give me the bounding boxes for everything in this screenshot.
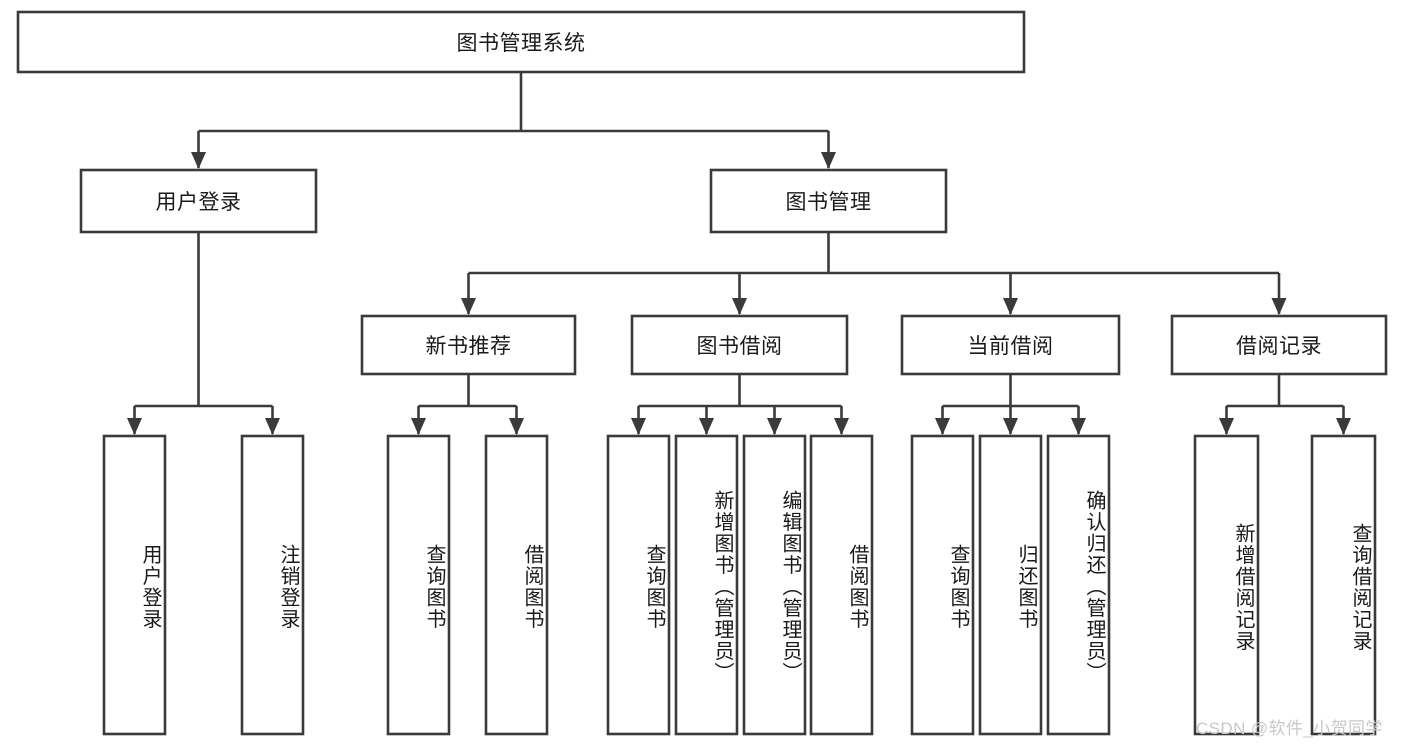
level3-node-box[interactable] — [360, 314, 577, 376]
arrow-head-icon — [411, 418, 426, 435]
leaf-node-box[interactable] — [606, 434, 671, 736]
arrow-head-icon — [834, 418, 849, 435]
level2-node-box[interactable] — [709, 168, 948, 234]
arrow-head-icon — [1336, 418, 1351, 435]
arrow-head-icon — [821, 152, 836, 169]
arrow-head-icon — [1071, 418, 1086, 435]
arrow-head-icon — [127, 418, 142, 435]
arrow-head-icon — [265, 418, 280, 435]
leaf-node-box[interactable] — [1310, 434, 1377, 736]
csdn-watermark: CSDN @软件_小贺同学 — [1196, 719, 1383, 738]
leaf-node-box[interactable] — [484, 434, 549, 736]
level2-node-box[interactable] — [79, 168, 318, 234]
level3-node-box[interactable] — [630, 314, 849, 376]
arrow-head-icon — [935, 418, 950, 435]
boxes-layer — [16, 10, 1388, 736]
arrow-head-icon — [1003, 298, 1018, 315]
root-node-box[interactable] — [16, 10, 1026, 74]
arrow-head-icon — [732, 298, 747, 315]
leaf-node-box[interactable] — [910, 434, 975, 736]
leaf-node-box[interactable] — [742, 434, 807, 736]
leaf-node-box[interactable] — [674, 434, 739, 736]
arrow-head-icon — [1219, 418, 1234, 435]
arrow-head-icon — [1003, 418, 1018, 435]
level3-node-box[interactable] — [1170, 314, 1388, 376]
leaf-node-box[interactable] — [1193, 434, 1260, 736]
arrow-head-icon — [699, 418, 714, 435]
leaf-node-box[interactable] — [240, 434, 305, 736]
leaf-node-box[interactable] — [102, 434, 167, 736]
arrow-head-icon — [767, 418, 782, 435]
leaf-node-box[interactable] — [809, 434, 874, 736]
leaf-node-box[interactable] — [978, 434, 1043, 736]
leaf-node-box[interactable] — [1046, 434, 1111, 736]
arrow-head-icon — [631, 418, 646, 435]
arrow-head-icon — [461, 298, 476, 315]
leaf-node-box[interactable] — [386, 434, 451, 736]
connectors-layer — [127, 72, 1351, 435]
level3-node-box[interactable] — [900, 314, 1121, 376]
arrow-head-icon — [191, 152, 206, 169]
arrow-head-icon — [1271, 298, 1287, 315]
arrow-head-icon — [509, 418, 524, 435]
